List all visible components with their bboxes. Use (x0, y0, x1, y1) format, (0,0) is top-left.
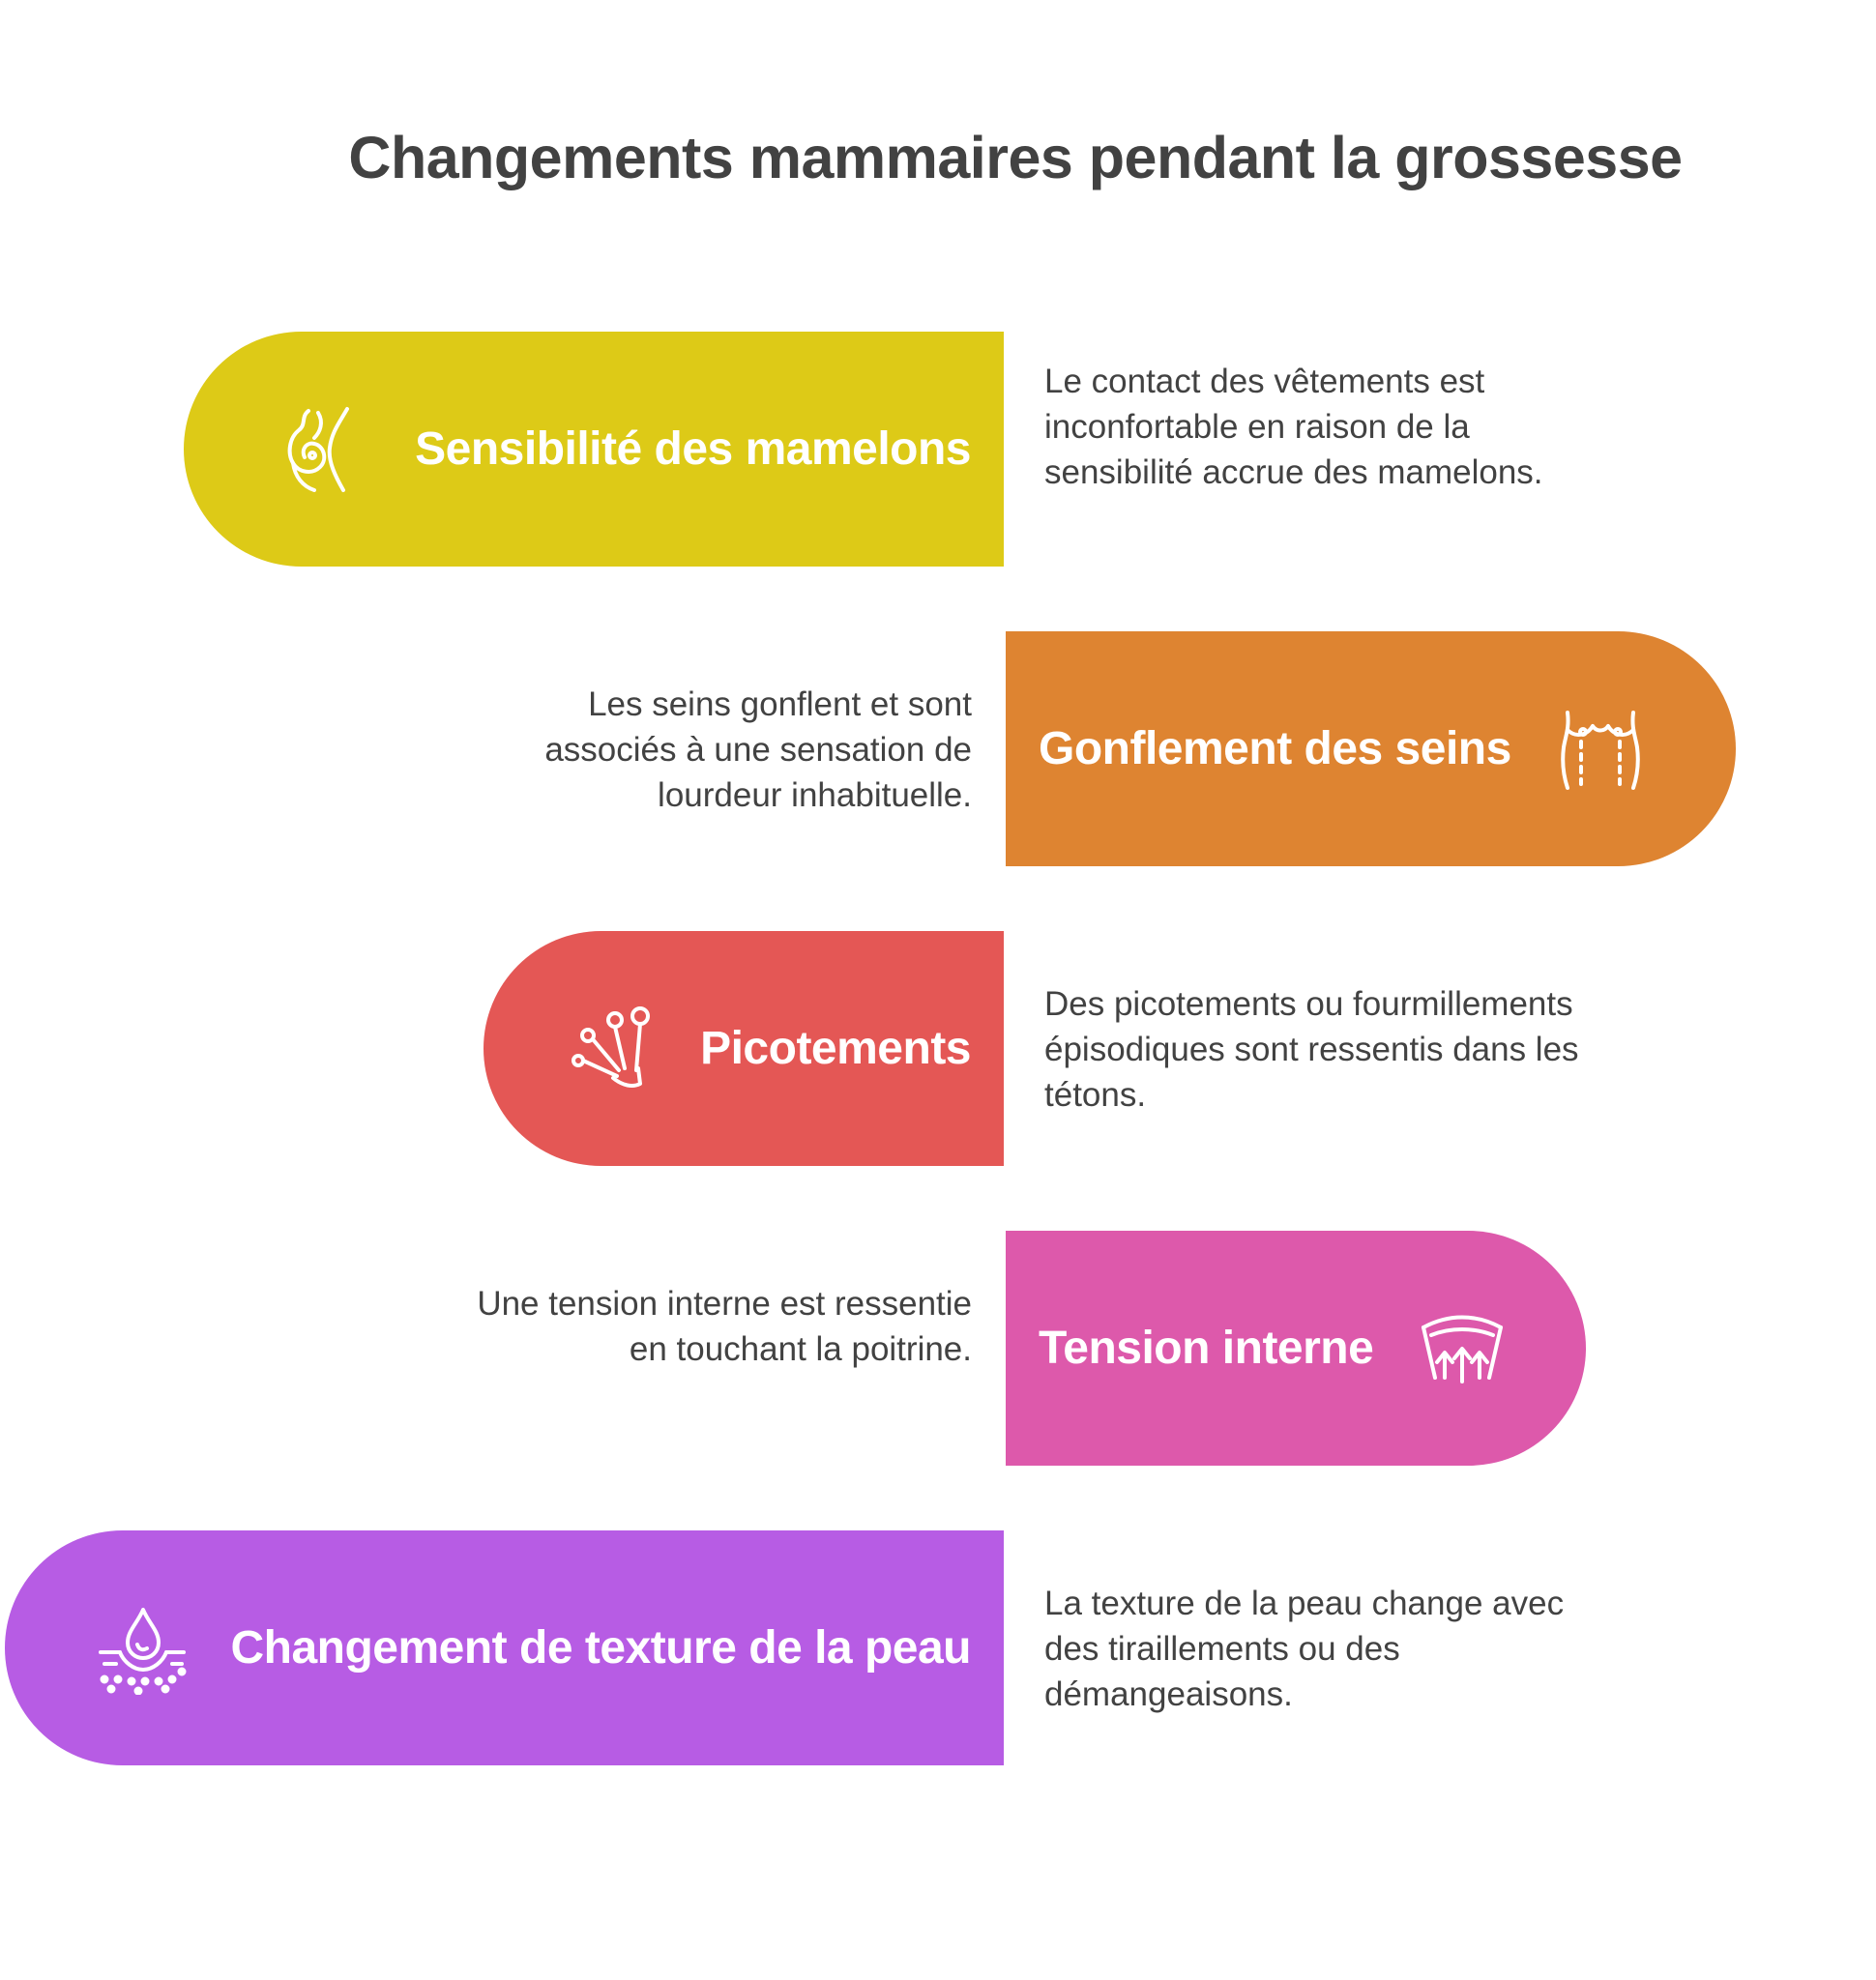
item-label: Gonflement des seins (1039, 723, 1511, 774)
breast-swelling-icon (1554, 703, 1647, 796)
internal-tension-icon (1416, 1302, 1509, 1395)
item-description: Le contact des vêtements est inconfortab… (1044, 363, 1543, 491)
item-label: Sensibilité des mamelons (415, 423, 971, 475)
item-label: Picotements (700, 1023, 971, 1074)
item-sensibilite-mamelons: Sensibilité des mamelons (184, 332, 1004, 567)
item-texture-peau: Changement de texture de la peau (5, 1530, 1004, 1765)
item-label: Changement de texture de la peau (230, 1622, 971, 1674)
item-description: La texture de la peau change avec des ti… (1044, 1585, 1565, 1713)
tingling-icon (565, 1003, 658, 1095)
page-title: Changements mammaires pendant la grosses… (348, 125, 1683, 190)
item-description: Les seins gonflent et sont associés à un… (544, 685, 972, 814)
item-description: Une tension interne est ressentie en tou… (477, 1285, 972, 1368)
item-label: Tension interne (1039, 1323, 1374, 1374)
item-description: Des picotements ou fourmillements épisod… (1044, 985, 1579, 1114)
breast-sensitivity-icon (279, 403, 372, 496)
item-gonflement-seins: Gonflement des seins (1006, 631, 1736, 866)
skin-texture-icon (95, 1602, 188, 1695)
item-tension-interne: Tension interne (1006, 1231, 1586, 1466)
item-picotements: Picotements (484, 931, 1004, 1166)
